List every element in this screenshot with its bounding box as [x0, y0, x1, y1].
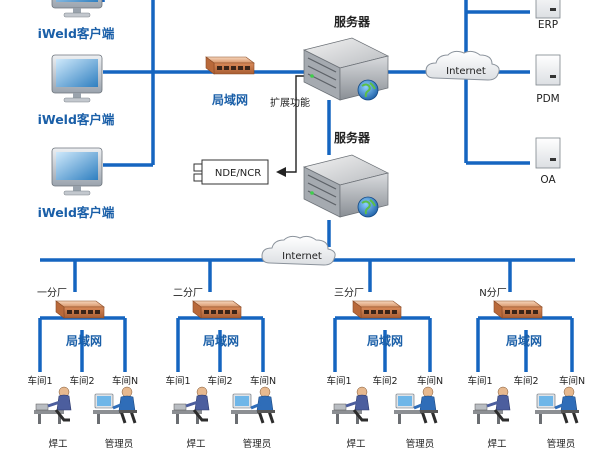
system-oa-doc — [535, 137, 561, 169]
extend-label: 扩展功能 — [270, 96, 310, 109]
client-label-1: iWeld客户端 — [38, 26, 115, 41]
branch-name-2: 二分厂 — [173, 287, 203, 299]
nde-ncr-box — [193, 159, 269, 185]
internet-label-top: Internet — [446, 66, 486, 77]
role-label-welder-2: 焊工 — [186, 438, 206, 450]
welder-figure-3 — [332, 386, 370, 424]
manager-figure-1 — [93, 386, 137, 424]
branch-lan-label-2: 局域网 — [203, 333, 239, 348]
workshop-label-2-3: 车间N — [250, 375, 276, 387]
lan-label-main: 局域网 — [212, 92, 248, 107]
server-label-2: 服务器 — [334, 130, 371, 145]
role-label-manager-4: 管理员 — [547, 438, 576, 450]
workshop-label-2-2: 车间2 — [207, 375, 232, 387]
nde-ncr-label: NDE/NCR — [215, 168, 261, 179]
manager-figure-2 — [231, 386, 275, 424]
welder-figure-2 — [172, 386, 210, 424]
internet-label-mid: Internet — [282, 251, 322, 262]
role-label-welder-3: 焊工 — [346, 438, 366, 450]
manager-figure-3 — [394, 386, 438, 424]
workshop-label-4-1: 车间1 — [467, 375, 492, 387]
role-label-welder-4: 焊工 — [487, 438, 507, 450]
system-pdm-doc — [535, 54, 561, 86]
welder-figure-4 — [473, 386, 511, 424]
workshop-label-1-2: 车间2 — [69, 375, 94, 387]
role-label-welder-1: 焊工 — [48, 438, 68, 450]
server-label-1: 服务器 — [334, 14, 371, 29]
branch-name-4: N分厂 — [479, 287, 506, 299]
role-label-manager-1: 管理员 — [105, 438, 134, 450]
workshop-label-4-2: 车间2 — [513, 375, 538, 387]
workshop-label-3-2: 车间2 — [372, 375, 397, 387]
workshop-label-3-1: 车间1 — [326, 375, 351, 387]
role-label-manager-2: 管理员 — [243, 438, 272, 450]
workshop-label-3-3: 车间N — [417, 375, 443, 387]
client-monitor-2 — [51, 54, 103, 103]
branch-switch-1 — [55, 300, 105, 319]
client-monitor-3 — [51, 147, 103, 196]
server-secondary — [303, 154, 389, 218]
client-monitor-1 — [51, 0, 103, 18]
branch-name-1: 一分厂 — [37, 287, 67, 299]
role-label-manager-3: 管理员 — [406, 438, 435, 450]
system-label-erp: ERP — [538, 19, 558, 31]
server-main — [303, 37, 389, 101]
system-label-pdm: PDM — [536, 93, 559, 105]
extend-arrow — [276, 75, 305, 177]
system-label-oa: OA — [540, 174, 556, 186]
branch-lan-label-3: 局域网 — [367, 333, 403, 348]
branch-name-3: 三分厂 — [334, 287, 364, 299]
system-erp-doc — [535, 0, 561, 19]
workshop-label-2-1: 车间1 — [165, 375, 190, 387]
branch-switch-3 — [352, 300, 402, 319]
client-label-3: iWeld客户端 — [38, 205, 115, 220]
branch-lan-label-1: 局域网 — [66, 333, 102, 348]
workshop-label-1-3: 车间N — [112, 375, 138, 387]
manager-figure-4 — [535, 386, 579, 424]
lan-switch-main — [205, 56, 255, 75]
branch-lan-label-4: 局域网 — [506, 333, 542, 348]
branch-switch-4 — [493, 300, 543, 319]
welder-figure-1 — [34, 386, 72, 424]
workshop-label-4-3: 车间N — [559, 375, 585, 387]
branch-switch-2 — [192, 300, 242, 319]
client-label-2: iWeld客户端 — [38, 112, 115, 127]
workshop-label-1-1: 车间1 — [27, 375, 52, 387]
